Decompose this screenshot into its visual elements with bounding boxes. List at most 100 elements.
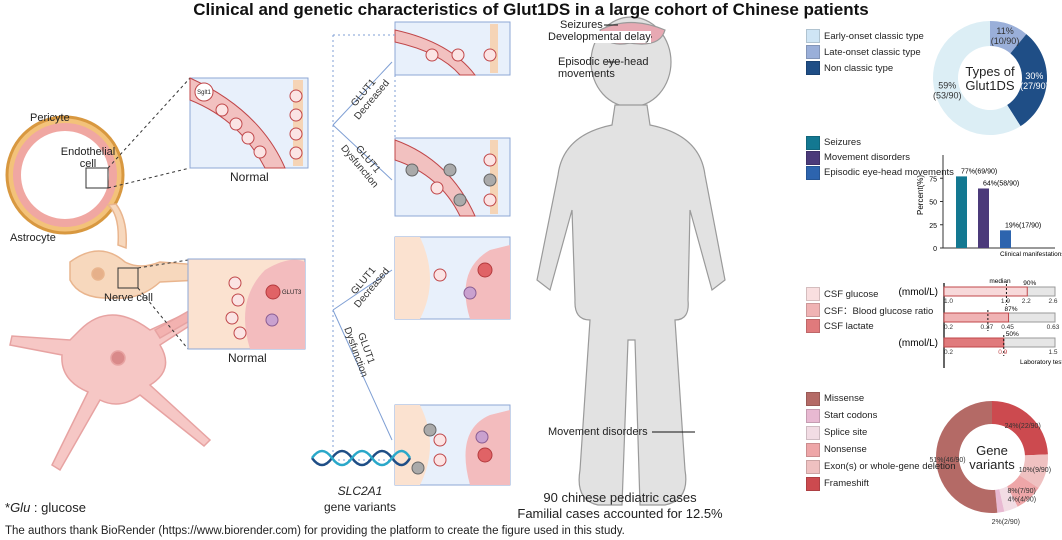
glut3-transporters [265,262,493,463]
legend-item: CSF lactate [806,318,933,334]
glut-purple [265,286,489,444]
legend-swatch [806,459,820,474]
sglt1-label: Sglt1 [197,90,211,96]
pie-slice [935,401,998,513]
x-axis-label: Laboratory test [1020,359,1062,366]
legend-label: Movement disorders [824,152,911,163]
slice-label: 4%(4/90) [1008,497,1036,504]
legend-swatch [806,29,820,43]
lab-bar-fill [943,312,1010,323]
donut-title: Gene [976,443,1008,458]
legend-item: Early-onset classic type [806,28,924,44]
legend-label: Late-onset classic type [824,46,921,58]
y-tick-label: 0 [933,246,937,253]
bar [1000,230,1011,248]
slice-label: 51%(46/90) [929,457,965,464]
legend-swatch [806,408,820,423]
tick-label: 0.2 [944,324,953,331]
slice-label: (53/90) [933,90,962,100]
percentile-label: 87% [1005,306,1018,313]
label-endothelial-cell: Endothelial cell [60,146,116,170]
slice-label: (10/90) [991,36,1020,46]
x-axis-label: Clinical manifestations [1000,251,1062,258]
branch-arrows [332,61,393,441]
tick-label: 0.45 [1001,324,1014,331]
legend-label: Missense [824,393,865,404]
label-astrocyte: Astrocyte [10,232,56,244]
median-label: median [989,278,1011,285]
legend-item: Start codons [806,407,956,424]
slice-label: 59% [938,80,956,90]
tick-label: 2.2 [1022,298,1031,305]
astrocyte-illustration [69,203,241,299]
panel-neuron-decreased [394,236,511,320]
tick-label: 2.6 [1048,298,1057,305]
label-nerve-cell: Nerve cell [104,292,153,304]
acknowledgement: The authors thank BioRender (https://www… [5,525,625,537]
unit-label: (mmol/L) [899,287,938,298]
y-tick-label: 50 [929,200,937,207]
divider-lines [332,34,396,461]
tick-label: 0.63 [1047,324,1060,331]
y-tick-label: 25 [929,223,937,230]
donut-title: Types of [965,64,1015,79]
legend-label: Start codons [824,410,878,421]
pie-slice [1019,454,1048,489]
tick-label: 0.9 [998,349,1007,356]
legend-item: CSF glucose [806,286,933,302]
legend-label: CSF：Blood glucose ratio [824,306,934,317]
pie-slice [1007,34,1047,127]
legend-swatch [806,150,820,165]
pericyte-illustration [5,115,125,235]
slice-label: 24%(22/90) [1005,423,1041,430]
legend-label: Early-onset classic type [824,30,924,42]
glut3-label: GLUT3 [282,290,302,296]
legend-label: Non classic type [824,62,894,74]
legend-label: Episodic eye-head movements [824,167,954,178]
label-pericyte: Pericyte [30,112,70,124]
sglt1-transporter [194,82,214,102]
legend-swatch [806,61,820,75]
legend-item: Missense [806,390,956,407]
pie-slice [990,21,1027,54]
legend-label: Exon(s) or whole-gene deletion [824,461,956,472]
legend-swatch [806,476,820,491]
label-movement-disorders: Movement disorders [548,426,648,438]
legend-item: Nonsense [806,441,956,458]
panel-normal-neuron [187,258,306,350]
tick-label: 1.0 [944,298,953,305]
figure-title: Clinical and genetic characteristics of … [193,0,869,19]
tick-label: 1.5 [1048,349,1057,356]
legend-swatch [806,303,820,317]
label-seizures: Seizures [560,19,603,31]
legend-swatch [806,135,820,150]
legend-label: CSF lactate [824,320,874,332]
percentile-label: 90% [1023,280,1036,287]
legend-label: CSF glucose [824,288,879,300]
pie-slice [932,21,1021,136]
zoom-lines [107,77,191,350]
legend-item: Frameshift [806,475,956,492]
legend-item: Exon(s) or whole-gene deletion [806,458,956,475]
legend-swatch [806,165,820,180]
legend-swatch [806,45,820,59]
dysfunctional-glut1 [405,163,497,475]
legend-item: Seizures [806,135,954,150]
donut-title: variants [969,457,1015,472]
legend-label: Seizures [824,137,861,148]
bar-label: 19%(17/90) [1005,222,1041,229]
bar-label: 64%(58/90) [983,180,1019,187]
pie-slice [1007,475,1039,507]
legend-item: Non classic type [806,60,924,76]
legend-item: Splice site [806,424,956,441]
panel-neuron-dysfunction [394,404,511,486]
donut-title: Glut1DS [965,78,1014,93]
legend-swatch [806,425,820,440]
legend-item: Episodic eye-head movements [806,165,954,180]
label-normal-neuron: Normal [228,351,267,365]
